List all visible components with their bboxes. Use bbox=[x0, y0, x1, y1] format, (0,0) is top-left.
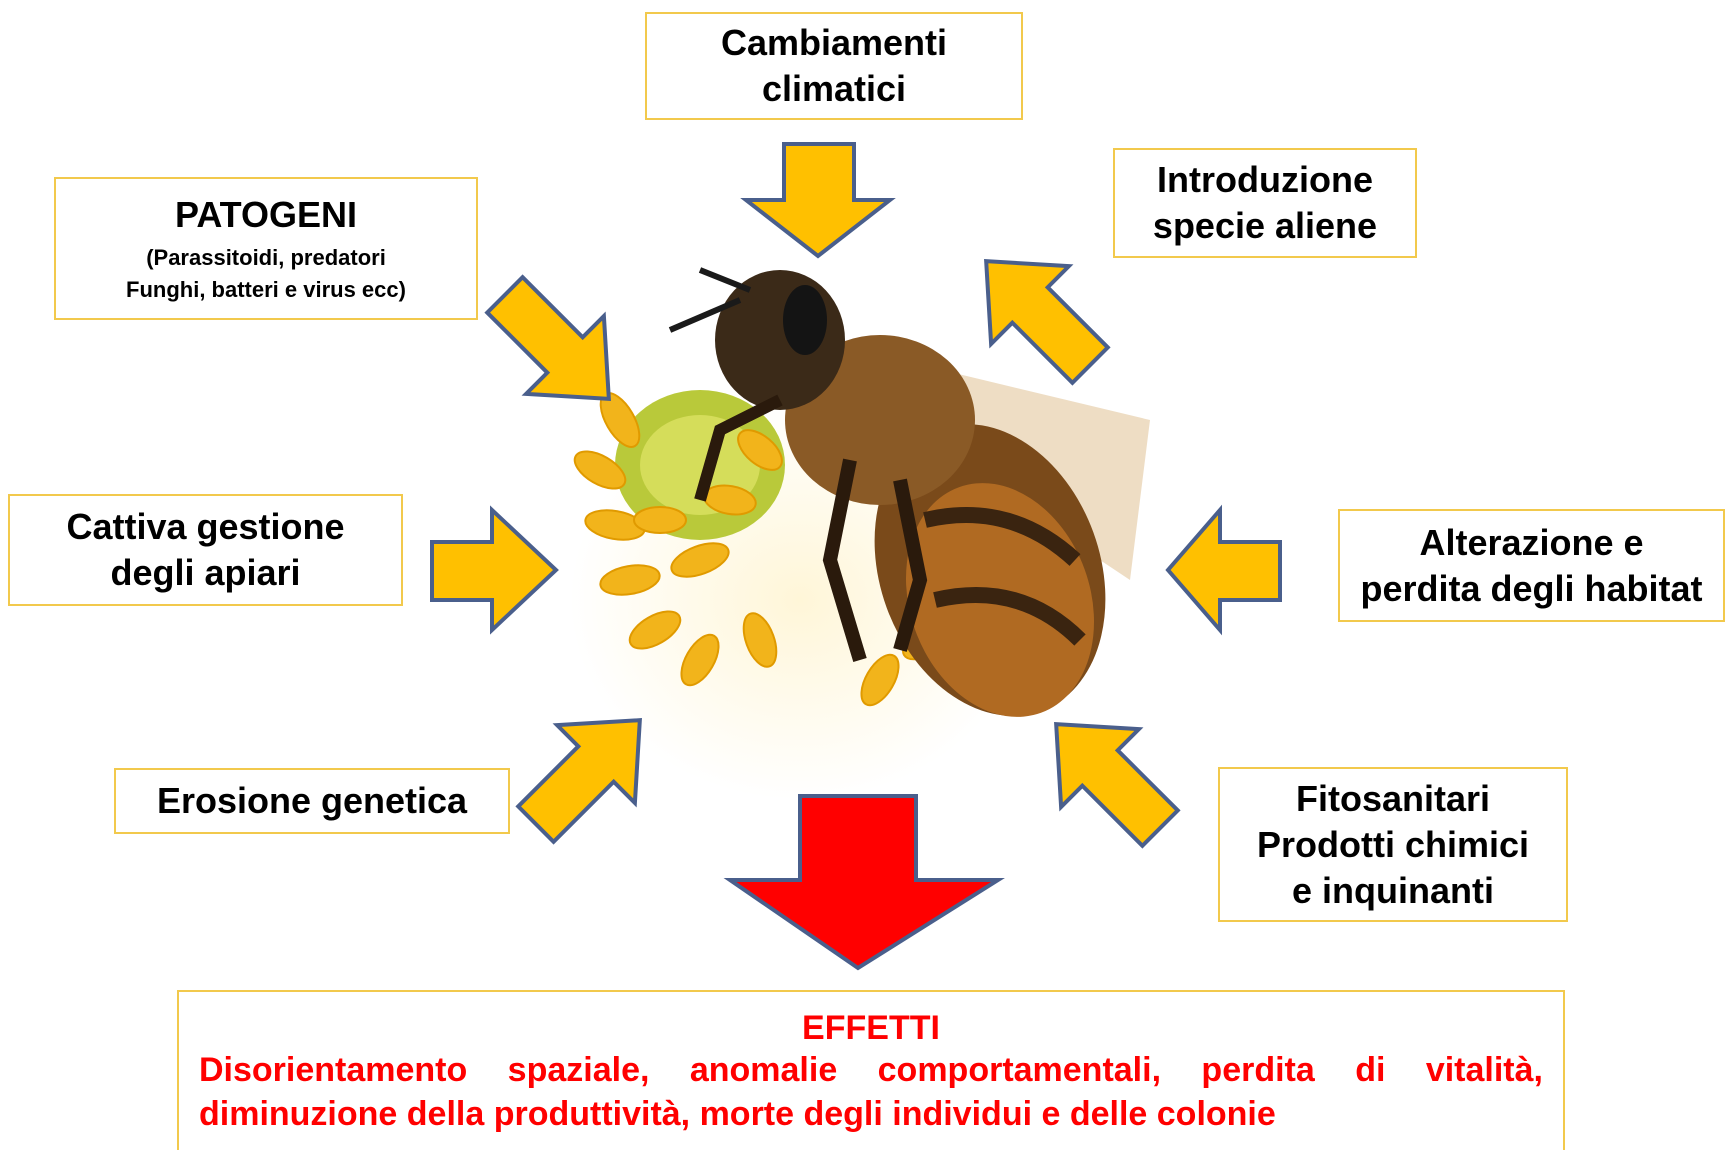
arrow-from-habitat bbox=[1168, 510, 1280, 630]
cause-box-alien-species: Introduzione specie aliene bbox=[1113, 148, 1417, 258]
cause-box-genetic-erosion: Erosione genetica bbox=[114, 768, 510, 834]
cause-erosion-line1: Erosione genetica bbox=[157, 778, 467, 824]
cause-box-habitat-loss: Alterazione e perdita degli habitat bbox=[1338, 509, 1725, 622]
cause-alien-line2: specie aliene bbox=[1153, 203, 1377, 249]
cause-pathogens-line2: Funghi, batteri e virus ecc) bbox=[126, 274, 406, 306]
cause-pathogens-line1: (Parassitoidi, predatori bbox=[146, 242, 386, 274]
arrow-to-effects bbox=[730, 796, 998, 968]
cause-pathogens-title: PATOGENI bbox=[175, 192, 357, 238]
cause-climate-line1: Cambiamenti bbox=[721, 20, 947, 66]
cause-habitat-line2: perdita degli habitat bbox=[1360, 566, 1702, 612]
arrow-from-alien-species bbox=[947, 222, 1129, 404]
cause-alien-line1: Introduzione bbox=[1157, 157, 1373, 203]
cause-management-line2: degli apiari bbox=[110, 550, 300, 596]
cause-box-apiary-management: Cattiva gestione degli apiari bbox=[8, 494, 403, 606]
arrow-from-pathogens bbox=[466, 256, 648, 438]
cause-management-line1: Cattiva gestione bbox=[66, 504, 344, 550]
arrow-from-chemicals bbox=[1017, 685, 1199, 867]
cause-chemicals-line2: Prodotti chimici bbox=[1257, 822, 1529, 868]
cause-habitat-line1: Alterazione e bbox=[1419, 520, 1643, 566]
cause-climate-line2: climatici bbox=[762, 66, 906, 112]
cause-chemicals-line3: e inquinanti bbox=[1292, 868, 1494, 914]
arrow-from-management bbox=[432, 510, 556, 630]
effects-text: Disorientamento spaziale, anomalie compo… bbox=[179, 1048, 1563, 1136]
effects-title: EFFETTI bbox=[179, 1008, 1563, 1048]
cause-box-pathogens: PATOGENI (Parassitoidi, predatori Funghi… bbox=[54, 177, 478, 320]
cause-box-climate-change: Cambiamenti climatici bbox=[645, 12, 1023, 120]
cause-box-chemicals: Fitosanitari Prodotti chimici e inquinan… bbox=[1218, 767, 1568, 922]
cause-chemicals-line1: Fitosanitari bbox=[1296, 776, 1490, 822]
arrow-from-climate bbox=[746, 144, 890, 256]
arrow-from-erosion bbox=[497, 681, 679, 863]
effects-box: EFFETTI Disorientamento spaziale, anomal… bbox=[177, 990, 1565, 1150]
